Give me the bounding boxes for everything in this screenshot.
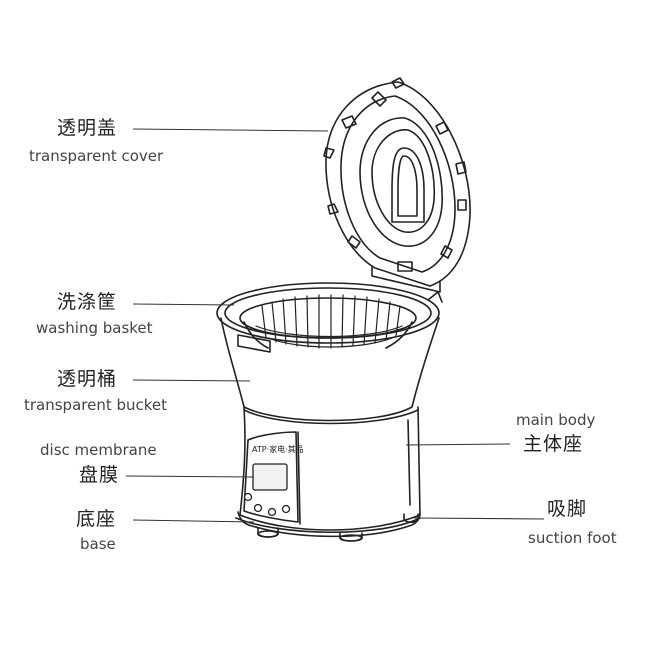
- suction-feet: [257, 513, 419, 542]
- label-disc-zh: 盘膜: [79, 464, 120, 486]
- label-base-en: base: [80, 535, 116, 553]
- label-body-zh: 主体座: [523, 433, 584, 455]
- label-basket-en: washing basket: [36, 319, 153, 337]
- panel-logo: ATP·家电·其品: [252, 444, 304, 454]
- label-foot-en: suction foot: [528, 529, 617, 547]
- washing-basket: [239, 294, 417, 349]
- label-disc-en: disc membrane: [40, 441, 157, 459]
- transparent-bucket: [216, 282, 443, 422]
- control-panel: ATP·家电·其品: [243, 444, 304, 517]
- label-cover-zh: 透明盖: [57, 117, 118, 139]
- label-cover-en: transparent cover: [29, 147, 164, 165]
- label-body-en: main body: [516, 411, 596, 429]
- leader-lines: [125, 128, 545, 523]
- label-bucket-zh: 透明桶: [57, 368, 118, 390]
- label-bucket-en: transparent bucket: [24, 396, 168, 414]
- label-base-zh: 底座: [76, 508, 117, 530]
- label-foot-zh: 吸脚: [547, 498, 588, 520]
- transparent-cover: [323, 77, 471, 293]
- label-basket-zh: 洗涤筐: [57, 291, 118, 313]
